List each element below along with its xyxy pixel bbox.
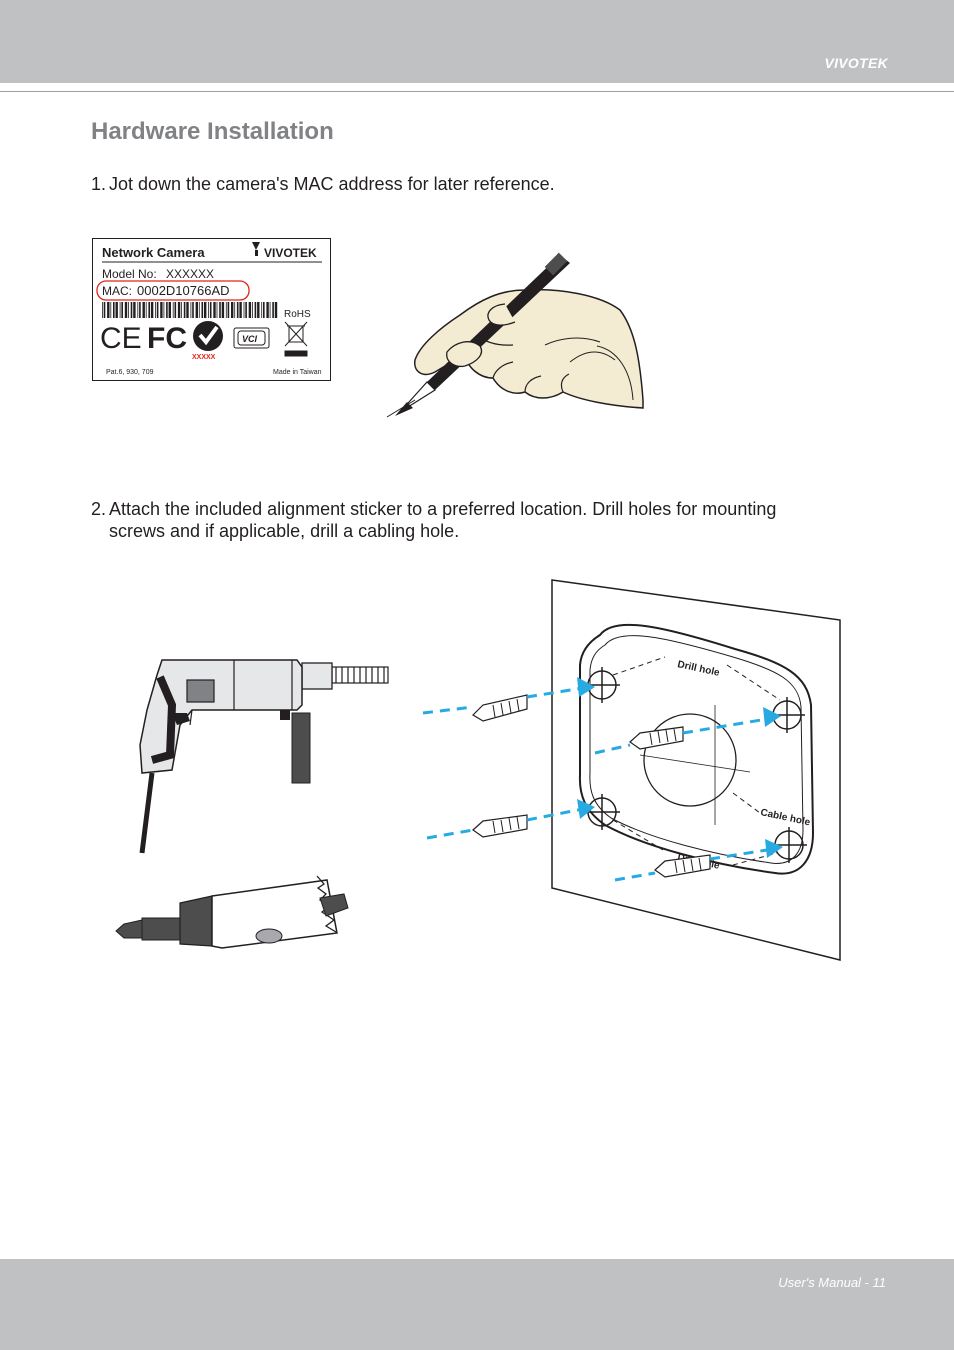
- vci-mark-icon: VCI: [233, 327, 270, 349]
- c-tick-mark-icon: [193, 321, 223, 351]
- page-header: VIVOTEK: [0, 0, 954, 83]
- rohs-label: RoHS: [284, 309, 311, 320]
- mac-value: 0002D10766AD: [137, 283, 230, 298]
- step-1-number: 1.: [91, 174, 107, 194]
- page-footer: User's Manual - 11: [0, 1259, 954, 1350]
- footer-page-label: User's Manual - 11: [778, 1275, 886, 1290]
- step-2-text-line-2: screws and if applicable, drill a cablin…: [109, 521, 460, 541]
- label-title: Network Camera: [102, 245, 205, 260]
- alignment-arrows: [422, 686, 768, 882]
- svg-text:VCI: VCI: [242, 334, 258, 344]
- made-in-text: Made in Taiwan: [273, 369, 322, 376]
- hand-writing-illustration: [386, 252, 644, 418]
- wall-anchor-1: [472, 694, 528, 722]
- wall-sticker-illustration: Drill hole Cable hole Drill hole: [422, 579, 841, 961]
- arrow-head-icon: [765, 839, 783, 858]
- page-title: Hardware Installation: [91, 118, 334, 145]
- mac-label: MAC:: [102, 284, 132, 298]
- arrow-head-icon: [763, 707, 781, 727]
- header-divider: [0, 91, 954, 92]
- wall-anchor-2: [629, 726, 684, 750]
- header-brand: VIVOTEK: [824, 55, 888, 71]
- barcode-icon: [102, 302, 278, 318]
- patent-text: Pat.6, 930, 709: [106, 369, 154, 376]
- mac-highlight-circle: [96, 280, 250, 301]
- arrow-head-icon: [577, 677, 595, 697]
- label-brand: VIVOTEK: [264, 246, 317, 260]
- ce-mark-icon: CE: [100, 322, 142, 355]
- model-value: XXXXXX: [166, 267, 214, 281]
- weee-bin-icon: [284, 321, 308, 357]
- regulatory-code: XXXXX: [192, 354, 216, 361]
- step-1-text: Jot down the camera's MAC address for la…: [109, 174, 555, 194]
- step-2-number: 2.: [91, 499, 107, 519]
- arrow-head-icon: [577, 799, 595, 819]
- wall-anchor-4: [654, 854, 711, 878]
- step-1: 1. Jot down the camera's MAC address for…: [91, 173, 851, 197]
- power-drill-illustration: [139, 659, 389, 854]
- hole-saw-bit-illustration: [115, 875, 349, 949]
- step-2: 2. Attach the included alignment sticker…: [91, 498, 871, 544]
- camera-label: Network Camera VIVOTEK Model No: XXXXXX …: [92, 238, 331, 381]
- step-2-text-line-1: Attach the included alignment sticker to…: [109, 499, 777, 519]
- wall-anchor-3: [472, 814, 528, 838]
- fcc-mark-icon: FC: [147, 322, 187, 355]
- model-label: Model No:: [102, 267, 157, 281]
- vivotek-logo-icon: [252, 242, 260, 256]
